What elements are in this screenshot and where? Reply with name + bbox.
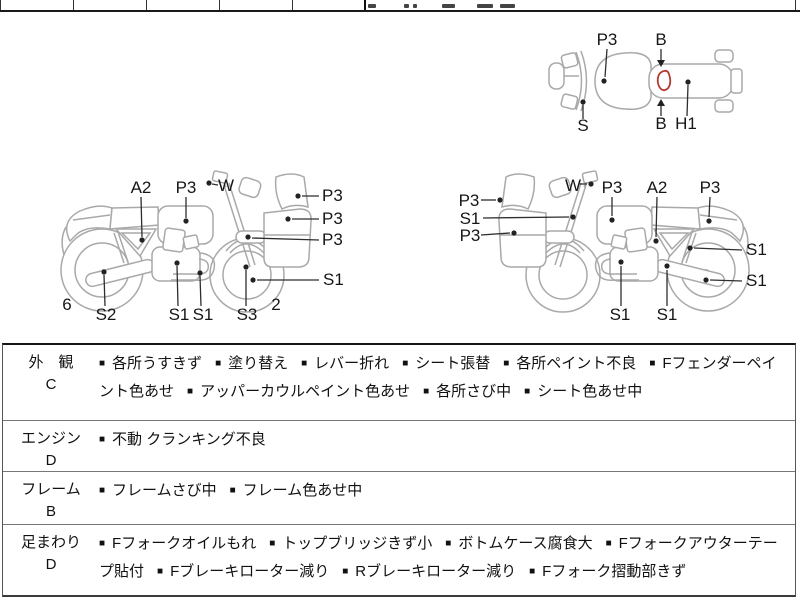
label-s2: S2 (96, 305, 117, 324)
table-row: エンジン D ■不動 クランキング不良 (3, 421, 795, 472)
right-side-diagram: P3 S1 P3 W P3 A2 P3 S1 S1 S1 S1 (459, 169, 767, 324)
square-bullet-icon: ■ (99, 485, 106, 496)
category-cell: エンジン D (3, 421, 99, 471)
category-cell: フレーム B (3, 472, 99, 524)
category-label: フレーム (21, 481, 81, 498)
condition-item: ■アッパーカウルペイント色あせ (187, 383, 411, 400)
clipped-table-row (0, 0, 800, 12)
condition-items: ■フレームさび中 ■フレーム色あせ中 (99, 472, 795, 524)
square-bullet-icon: ■ (649, 358, 656, 369)
grade-value: D (45, 556, 57, 573)
square-bullet-icon: ■ (99, 434, 106, 445)
condition-items: ■Fフォークオイルもれ ■トップブリッジきず小 ■ボトムケース腐食大■Fフォークアウ… (99, 525, 795, 595)
label-s: S (577, 116, 588, 135)
label-p3-windscreen: P3 (459, 191, 480, 210)
label-s1-rear-wheel: S1 (746, 271, 767, 290)
square-bullet-icon: ■ (99, 358, 106, 369)
condition-items: ■各所うすきず ■塗り替え ■レバー折れ ■シート張替 ■各所ペイント不良■Fフェンダー… (99, 345, 795, 420)
label-p3-tank: P3 (176, 178, 197, 197)
label-p3-seat: P3 (700, 178, 721, 197)
condition-item: ■フレームさび中 (99, 482, 217, 499)
condition-item: ■シート張替 (402, 355, 491, 372)
condition-item: ■各所ペイント不良 (503, 355, 637, 372)
condition-item: ■フレーム色あせ中 (229, 482, 363, 499)
top-view-bike (548, 49, 743, 113)
square-bullet-icon: ■ (503, 358, 510, 369)
condition-item: ■Fブレーキローター減り (157, 563, 330, 580)
square-bullet-icon: ■ (342, 566, 349, 577)
label-s1-frame: S1 (193, 305, 214, 324)
grade-value: C (45, 376, 57, 393)
label-s1-engine: S1 (610, 305, 631, 324)
label-w: W (565, 176, 581, 195)
condition-item: ■各所さび中 (423, 383, 512, 400)
condition-item: ■レバー折れ (301, 355, 390, 372)
square-bullet-icon: ■ (99, 538, 106, 549)
label-b-top: B (655, 30, 666, 49)
square-bullet-icon: ■ (301, 358, 308, 369)
condition-item: ■Rブレーキローター減り (342, 563, 517, 580)
square-bullet-icon: ■ (529, 566, 536, 577)
table-row: 足まわり D ■Fフォークオイルもれ■トップブリッジきず小■ボトムケース腐食大■… (3, 525, 795, 595)
label-p3: P3 (597, 30, 618, 49)
table-row: フレーム B ■フレームさび中 ■フレーム色あせ中 (3, 472, 795, 525)
label-s1-muffler: S1 (657, 305, 678, 324)
square-bullet-icon: ■ (229, 485, 236, 496)
condition-item: ■Fフォークオイルもれ (99, 535, 257, 552)
condition-items: ■不動 クランキング不良 (99, 421, 795, 471)
square-bullet-icon: ■ (187, 386, 194, 397)
category-label: 足まわり (20, 534, 81, 551)
table-row: 外 観 C ■各所うすきず■塗り替え■レバー折れ■シート張替■各所ペイント不良■… (3, 345, 795, 421)
condition-item: ■シート色あせ中 (524, 383, 643, 400)
square-bullet-icon: ■ (423, 386, 430, 397)
label-p3-front: P3 (322, 230, 343, 249)
condition-item: ■Fフェンダーペイント色あせ (99, 355, 777, 400)
category-cell: 足まわり D (3, 525, 99, 595)
square-bullet-icon: ■ (269, 538, 276, 549)
grade-value: B (45, 503, 56, 520)
label-p3-cowl: P3 (460, 226, 481, 245)
condition-item: ■トップブリッジきず小 (269, 535, 433, 552)
square-bullet-icon: ■ (524, 386, 531, 397)
condition-item: ■各所うすきず (99, 355, 203, 372)
label-p3-tank: P3 (602, 178, 623, 197)
label-p3-cowl: P3 (322, 209, 343, 228)
square-bullet-icon: ■ (605, 538, 612, 549)
condition-item: ■Fフォークアウターテープ貼付 (99, 535, 778, 580)
label-num-2: 2 (271, 295, 280, 314)
category-label: 外 観 (28, 354, 74, 371)
category-cell: 外 観 C (3, 345, 99, 420)
label-w: W (218, 176, 234, 195)
label-s1-front-wheel: S1 (323, 270, 344, 289)
label-s3: S3 (237, 305, 258, 324)
label-h1: H1 (675, 114, 697, 133)
label-s1-fork: S1 (460, 209, 481, 228)
label-p3-windscreen: P3 (322, 186, 343, 205)
left-side-diagram: A2 P3 W P3 P3 P3 S1 6 S2 S1 S1 S3 2 (60, 169, 344, 324)
label-a2: A2 (131, 178, 152, 197)
label-a2: A2 (647, 178, 668, 197)
label-num-6: 6 (62, 295, 71, 314)
condition-item: ■不動 クランキング不良 (99, 431, 266, 448)
grade-value: D (45, 452, 57, 469)
inspection-table: 外 観 C ■各所うすきず■塗り替え■レバー折れ■シート張替■各所ペイント不良■… (2, 343, 796, 597)
label-s1-shock: S1 (746, 240, 767, 259)
condition-item: ■塗り替え (215, 355, 289, 372)
top-view-diagram: P3 B S B H1 (548, 30, 743, 135)
label-s1-engine: S1 (169, 305, 190, 324)
damage-mark (656, 69, 672, 92)
square-bullet-icon: ■ (157, 566, 164, 577)
condition-item: ■ボトムケース腐食大 (445, 535, 593, 552)
label-b-bottom: B (655, 114, 666, 133)
square-bullet-icon: ■ (215, 358, 222, 369)
condition-item: ■Fフォーク摺動部きず (529, 563, 687, 580)
square-bullet-icon: ■ (445, 538, 452, 549)
category-label: エンジン (20, 430, 81, 447)
square-bullet-icon: ■ (402, 358, 409, 369)
